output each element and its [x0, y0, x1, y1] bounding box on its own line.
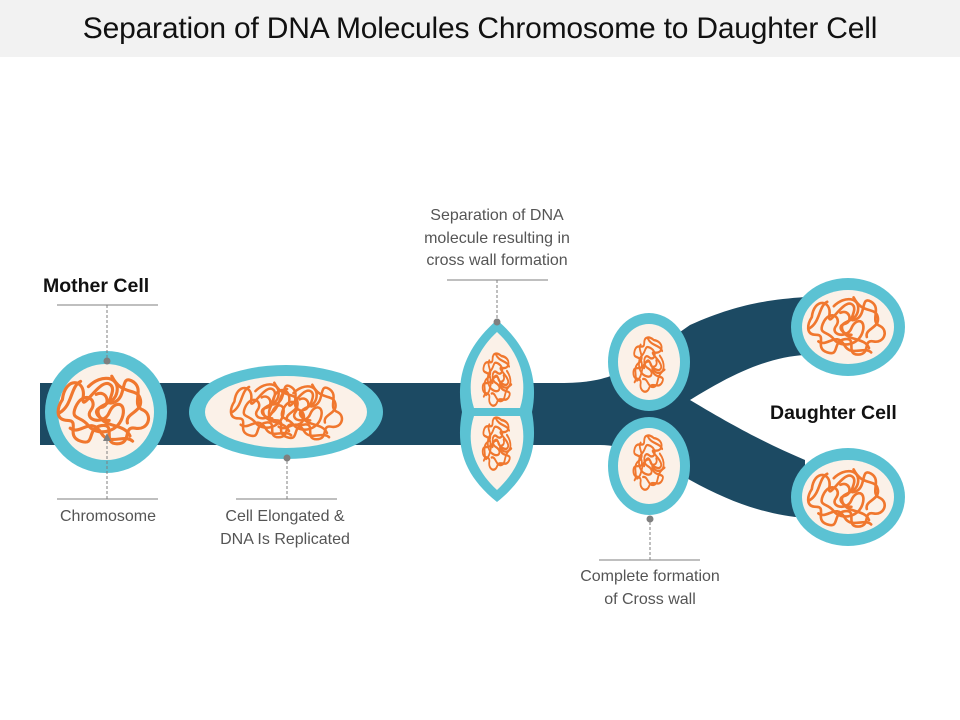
separation-dot [493, 318, 501, 326]
chromosome-label: Chromosome [59, 508, 157, 525]
elongated-cell [189, 365, 383, 459]
elongated-label: Cell Elongated & DNA Is Replicated [220, 508, 350, 548]
mother-cell-label: Mother Cell [43, 275, 150, 297]
daughter-cell-top [791, 278, 905, 376]
separating-cell [459, 320, 535, 502]
mother-cell-dot [103, 357, 111, 365]
mother-cell [45, 351, 167, 473]
daughter-cell-bottom [791, 448, 905, 546]
separation-label: Separation of DNA molecule resulting in … [424, 207, 570, 269]
daughter-cell-label: Daughter Cell [770, 402, 897, 424]
page-title: Separation of DNA Molecules Chromosome t… [82, 11, 878, 45]
cell-band [40, 297, 805, 518]
title-bar: Separation of DNA Molecules Chromosome t… [0, 0, 960, 57]
chromosome-arrow-icon [103, 433, 111, 441]
cross-wall-dot [646, 515, 654, 523]
elongated-dot [283, 454, 291, 462]
dividing-cell [608, 313, 690, 515]
cross-wall-label: Complete formation of Cross wall [580, 568, 720, 608]
